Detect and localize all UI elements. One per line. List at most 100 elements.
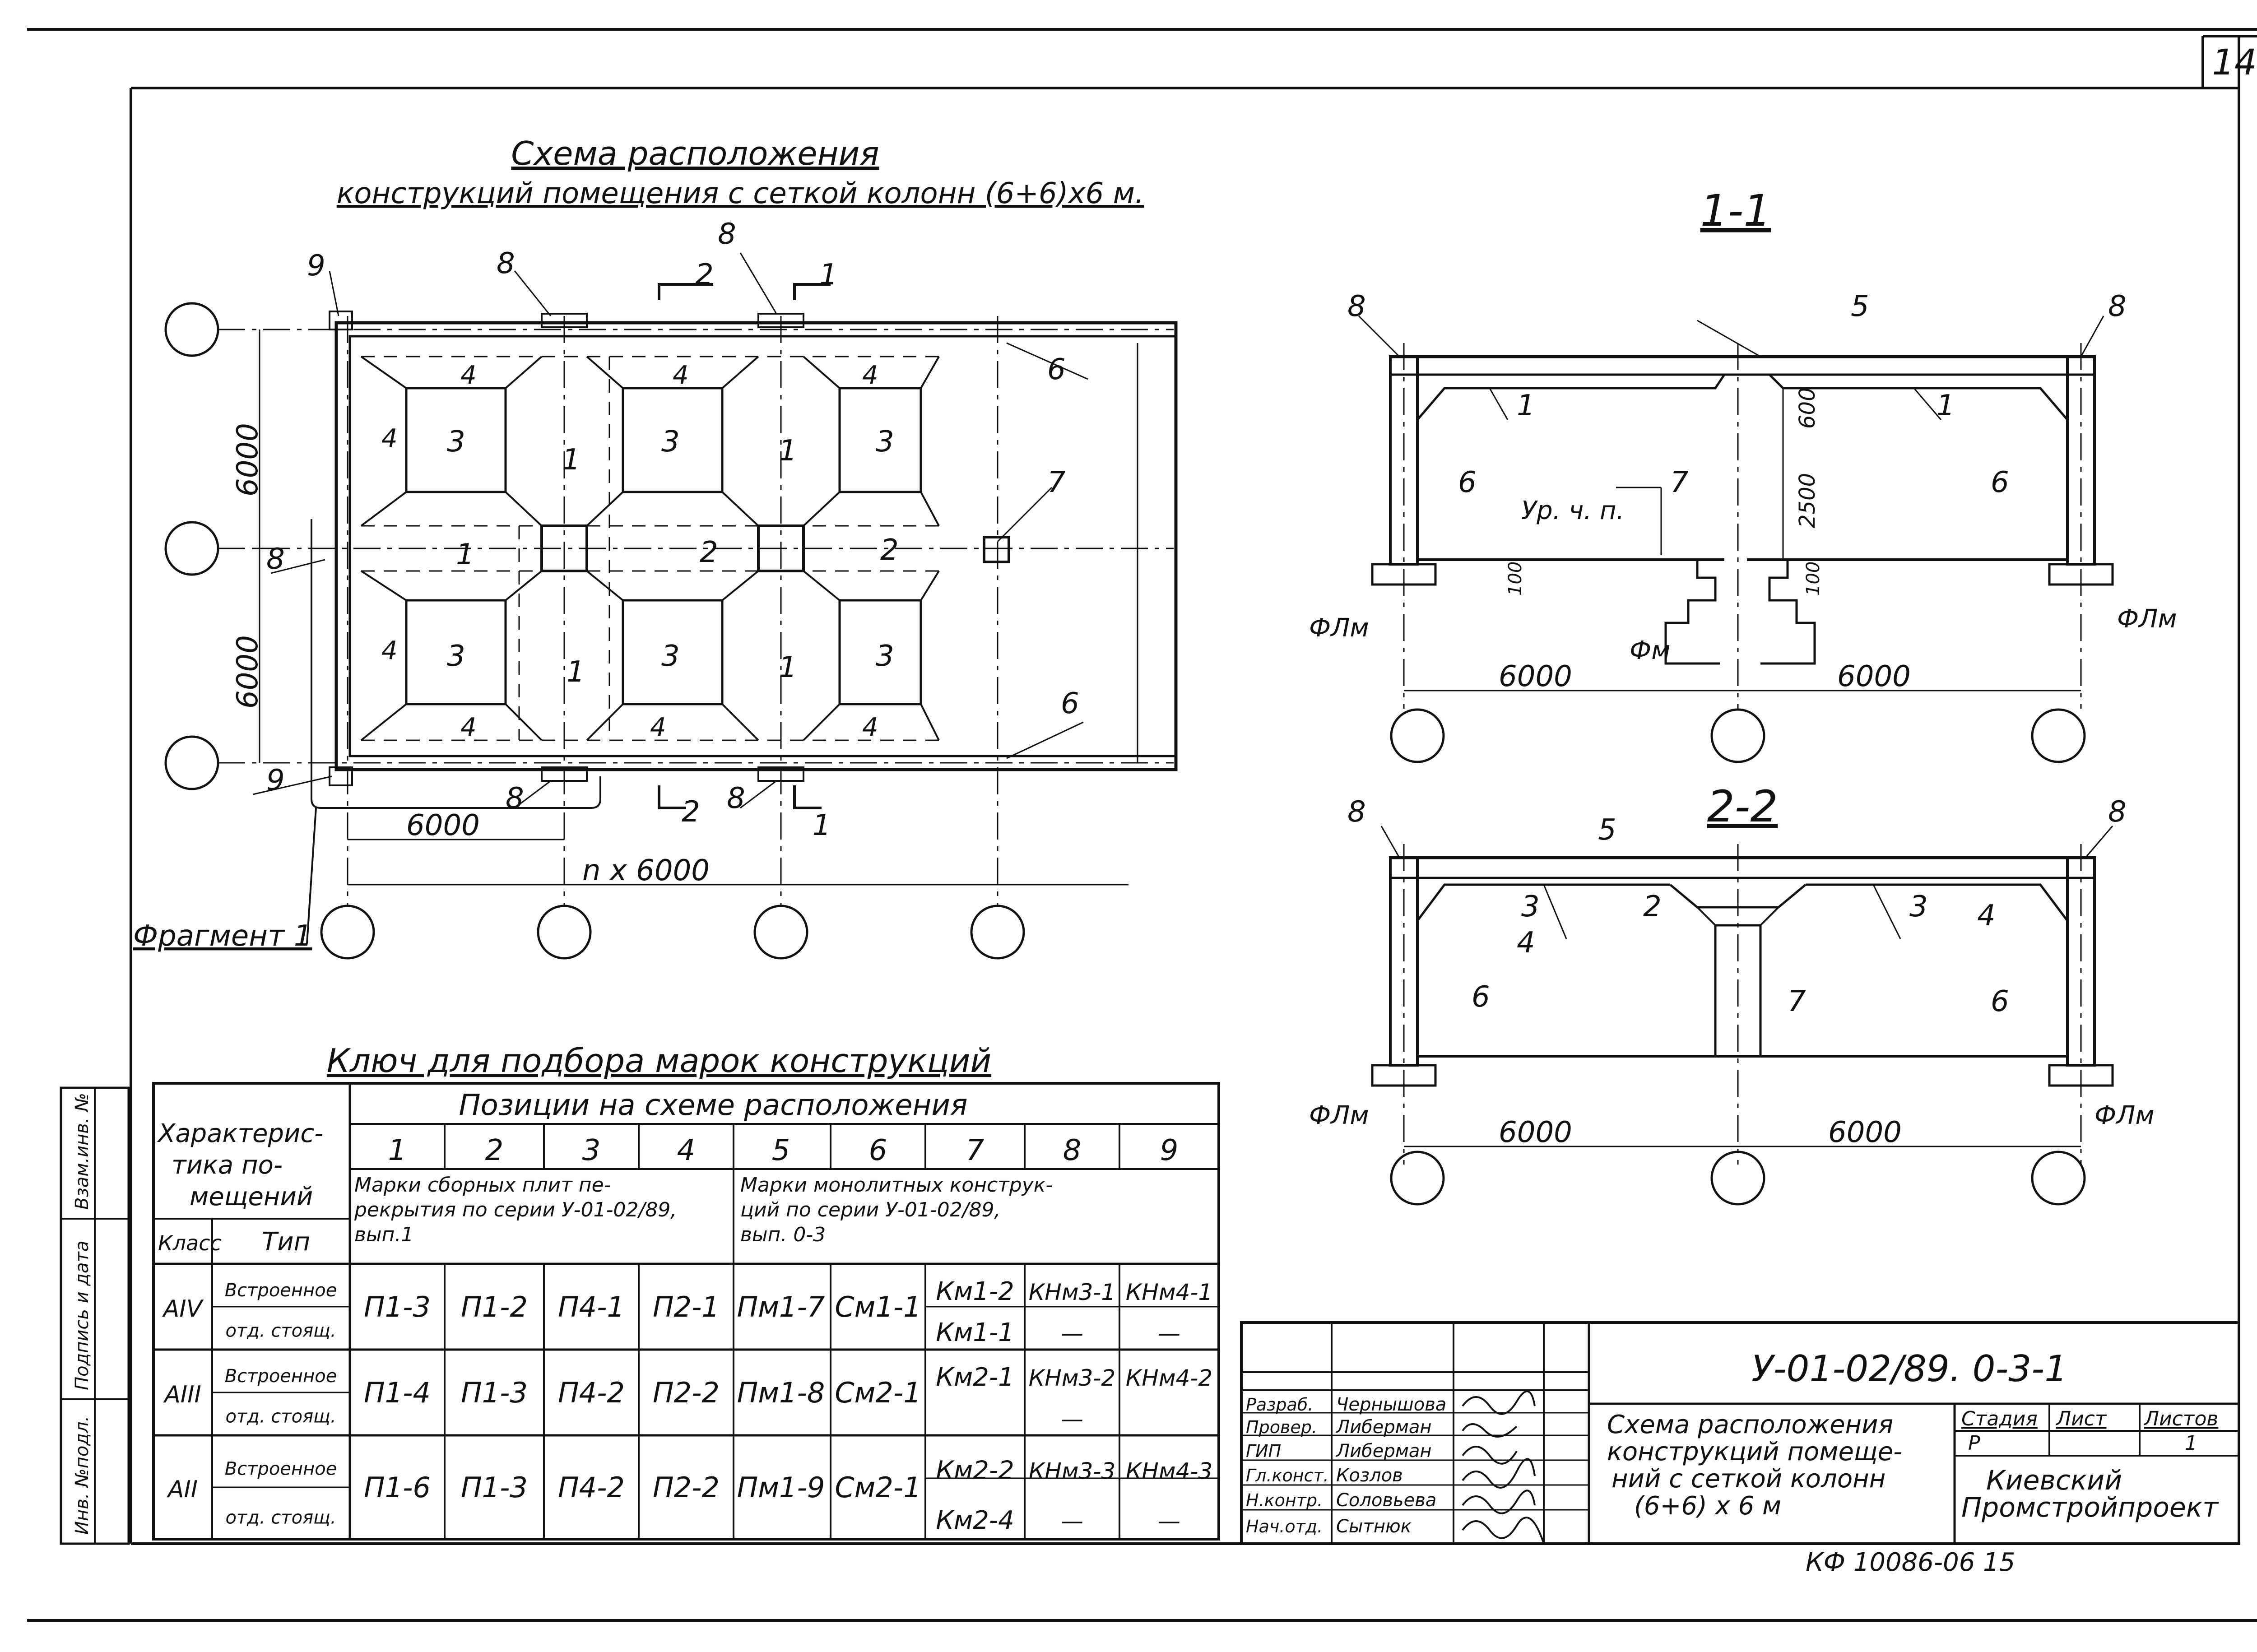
plan-position-9: 9	[307, 249, 325, 283]
col-number: 5	[772, 1134, 790, 1167]
stage-value: Р	[1968, 1432, 1980, 1455]
cell-mark: П2-2	[653, 1376, 720, 1409]
axis-circle	[164, 735, 219, 790]
section-2-2-pos-8: 8	[2108, 795, 2127, 829]
plan-position-1: 1	[779, 434, 797, 468]
cell-type: Встроенное	[225, 1458, 337, 1479]
cell-mark: —	[1061, 1320, 1083, 1346]
section-1-1-pos-5: 5	[1851, 290, 1869, 323]
cell-mark: П1-3	[461, 1471, 528, 1504]
person-name: Сытнюк	[1336, 1516, 1412, 1537]
section-1-1-title: 1-1	[1700, 186, 1771, 236]
person-name: Либерман	[1335, 1417, 1432, 1438]
plan-position-4: 4	[862, 361, 878, 390]
col-number: 1	[388, 1134, 407, 1167]
cell-mark: Км2-2	[936, 1456, 1014, 1485]
role: Провер.	[1246, 1417, 1317, 1437]
plan-dim-6000-bottom: 6000	[406, 809, 480, 842]
cell-mark: КНм3-3	[1029, 1458, 1115, 1485]
plan-position-6: 6	[1047, 353, 1066, 386]
cell-mark: —	[1061, 1406, 1083, 1432]
cell-mark: Км2-4	[936, 1506, 1014, 1535]
axis-circle	[164, 521, 219, 576]
plan-title-line1: Схема расположения	[511, 135, 879, 172]
plan-drawing	[164, 252, 1178, 960]
col-number: 6	[869, 1134, 887, 1167]
plan-position-4: 4	[673, 361, 689, 390]
key-table-title: Ключ для подбора марок конструкций	[327, 1042, 991, 1080]
org-line2: Промстройпроект	[1961, 1492, 2219, 1523]
plan-position-3: 3	[661, 640, 680, 673]
cell-mark: П2-2	[653, 1471, 720, 1504]
role: Разраб.	[1246, 1395, 1313, 1415]
plan-position-4: 4	[460, 361, 477, 390]
plan-position-8: 8	[497, 247, 515, 280]
plan-dim-6000: 6000	[231, 635, 265, 709]
plan-position-7: 7	[1047, 466, 1066, 499]
description-line: конструкций помеще-	[1607, 1437, 1902, 1466]
col-number: 2	[485, 1134, 504, 1167]
axis-circle	[970, 905, 1025, 960]
person-name: Соловьева	[1336, 1490, 1436, 1511]
plan-position-9: 9	[266, 764, 285, 797]
section-1-1-drawing	[1358, 315, 2114, 763]
cell-type: отд. стоящ.	[225, 1406, 336, 1427]
description-line: Схема расположения	[1607, 1410, 1893, 1439]
section-2-2-dim: 6000	[1828, 1116, 1902, 1149]
plan-position-3: 3	[876, 640, 894, 673]
cell-type: Встроенное	[225, 1280, 337, 1301]
section-1-1-dim: 6000	[1837, 660, 1911, 693]
sheet-number: 14	[2212, 42, 2257, 83]
org-line1: Киевский	[1986, 1465, 2122, 1496]
section-2-2-dim: 6000	[1499, 1116, 1572, 1149]
section-2-2-foundation: ФЛм	[2094, 1101, 2155, 1130]
section-1-1-pos-7: 7	[1670, 466, 1689, 499]
section-2-2-drawing	[1371, 826, 2114, 1206]
cell-mark: См1-1	[835, 1290, 921, 1323]
plan-position-3: 3	[876, 425, 894, 459]
col-class: Класс	[158, 1231, 222, 1255]
section-2-2-pos-8: 8	[1347, 795, 1366, 829]
plan-position-4: 4	[460, 713, 477, 742]
plan-position-1: 1	[562, 443, 581, 477]
plan-dim-n6000: n x 6000	[582, 854, 710, 887]
cell-mark: Пм1-9	[737, 1471, 825, 1504]
plan-title-line2: конструкций помещения с сеткой колонн (6…	[337, 177, 1144, 210]
section-2-2-pos-4: 4	[1517, 926, 1535, 960]
col-number: 7	[966, 1134, 985, 1167]
section-1-1-dim-600: 600	[1795, 387, 1820, 429]
section-1-1-pos-8: 8	[2108, 290, 2127, 323]
axis-circle	[753, 905, 808, 960]
col-number: 9	[1160, 1134, 1179, 1167]
section-2-2-pos-3: 3	[1521, 890, 1540, 923]
section-mark-1: 1	[813, 809, 831, 842]
plan-position-6: 6	[1061, 687, 1079, 720]
cell-type: Встроенное	[225, 1366, 337, 1387]
key-table-grid	[152, 1082, 1220, 1541]
role: Гл.конст.	[1246, 1466, 1329, 1485]
plan-dim-6000: 6000	[231, 423, 265, 497]
plan-position-2: 2	[880, 534, 899, 567]
section-2-2-labels: 8 8 5 3 3 2 4 4 6 6 7 ФЛм ФЛм 6000 6000	[1309, 795, 2155, 1149]
section-mark-2: 2	[695, 258, 714, 292]
section-2-2-foundation: ФЛм	[1309, 1101, 1369, 1130]
header-char-line2: тика по-	[172, 1151, 283, 1180]
cell-mark: КНм3-2	[1029, 1365, 1115, 1391]
person-name: Либерман	[1335, 1441, 1432, 1462]
cell-mark: Пм1-7	[737, 1290, 825, 1323]
section-1-1-dim-2500: 2500	[1795, 473, 1820, 528]
section-1-1-foundation: ФЛм	[1309, 613, 1369, 643]
section-2-2-pos-6: 6	[1991, 985, 2009, 1018]
side-stamp: Инв. №подл. Подпись и дата Взам.инв. №	[60, 1086, 130, 1545]
axis-circle	[320, 905, 375, 960]
section-1-1-dim-100: 100	[1505, 561, 1526, 596]
section-1-1-dim-100: 100	[1803, 561, 1824, 596]
cell-mark: Км1-2	[936, 1277, 1014, 1306]
person-name: Козлов	[1336, 1465, 1403, 1486]
section-1-1-foundation: Фм	[1630, 636, 1670, 665]
plan-position-8: 8	[266, 543, 285, 576]
sheet-frame	[27, 28, 2257, 1622]
cell-mark: П1-4	[364, 1376, 431, 1409]
